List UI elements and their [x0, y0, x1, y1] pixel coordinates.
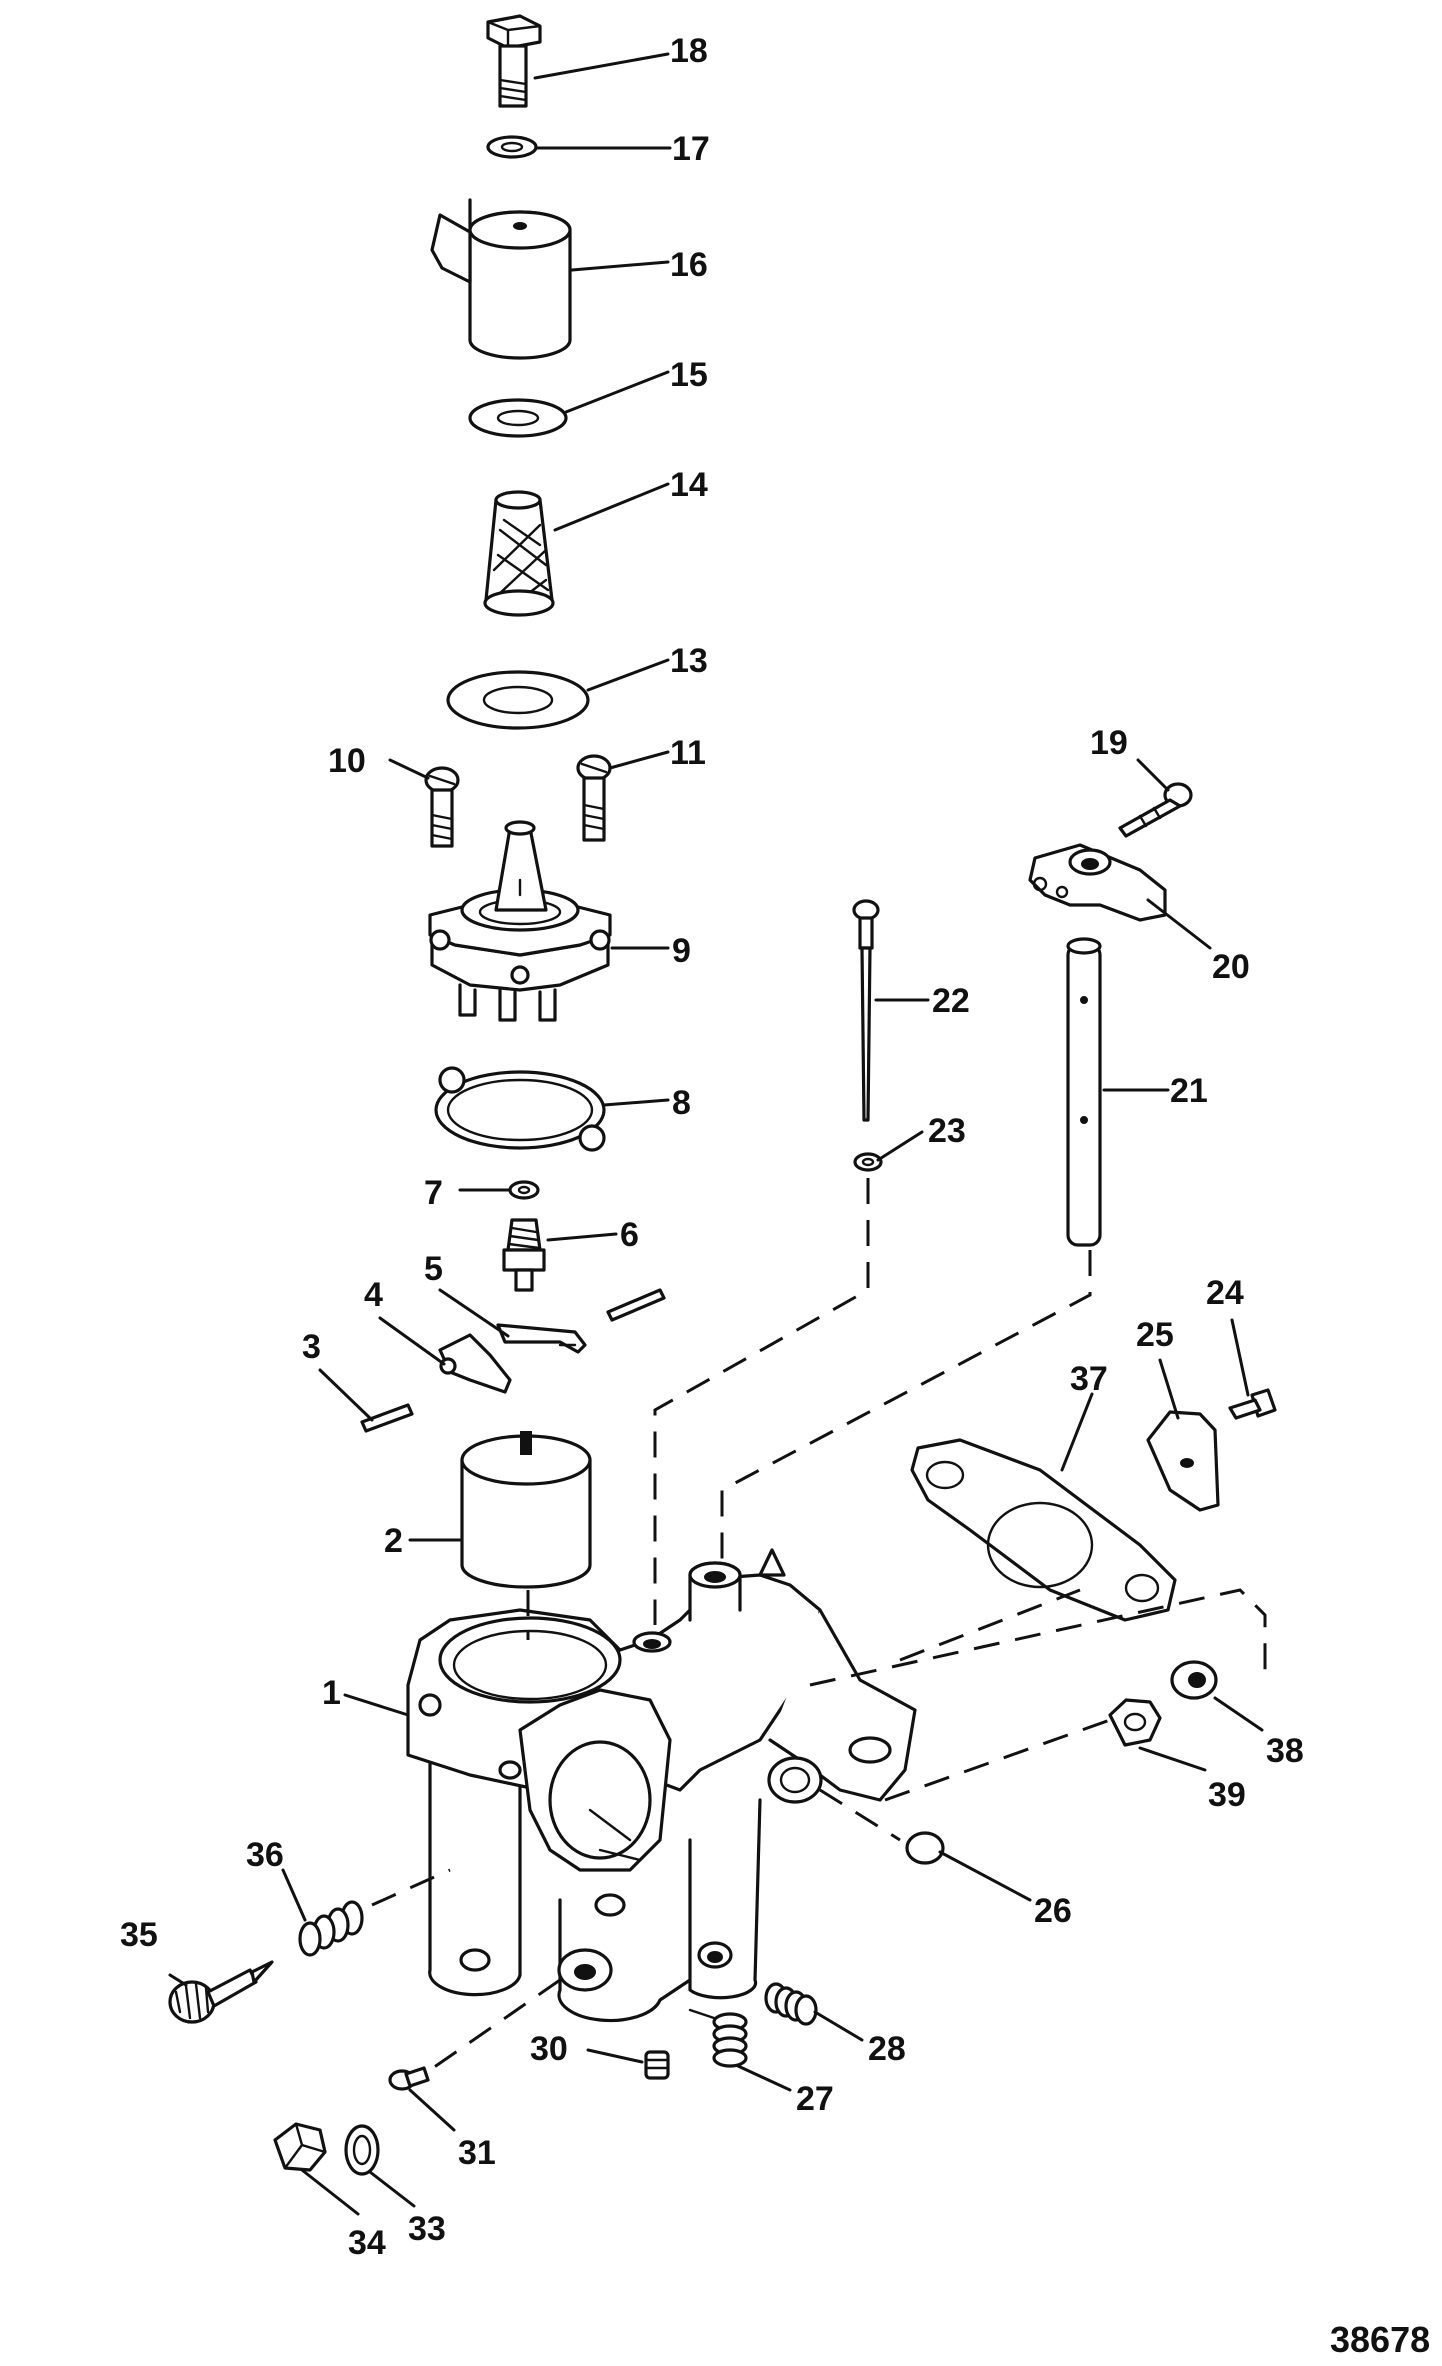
- callout-28: 28: [868, 2030, 906, 2068]
- callout-22: 22: [932, 982, 970, 1020]
- needle-valve-icon: [852, 899, 880, 1122]
- callout-37: 37: [1070, 1360, 1108, 1398]
- callout-21: 21: [1170, 1072, 1208, 1110]
- lever-arm-icon: [1028, 843, 1167, 922]
- lever-icon: [496, 1323, 587, 1354]
- callout-23: 23: [928, 1112, 966, 1150]
- callout-17: 17: [672, 130, 710, 168]
- spring-icon: [688, 2008, 748, 2068]
- assembly-lines: [371, 1178, 1267, 2072]
- callout-labels: 18 17 16 15 14 13 10 11 9 8 7 6 5 4 3 2 …: [120, 32, 1304, 2262]
- callout-26: 26: [1034, 1892, 1072, 1930]
- float-icon: [460, 1431, 592, 1589]
- spring-icon: [298, 1900, 364, 1957]
- callout-36: 36: [246, 1836, 284, 1874]
- fuel-filter-screen-icon: [483, 490, 555, 617]
- callout-14: 14: [670, 466, 708, 504]
- callout-6: 6: [620, 1216, 639, 1254]
- leader-lines: [168, 52, 1264, 2216]
- callout-27: 27: [796, 2080, 834, 2118]
- callout-35: 35: [120, 1916, 158, 1954]
- callout-1: 1: [322, 1674, 341, 1712]
- screw-icon: [1228, 1388, 1277, 1420]
- gasket-icon: [434, 1066, 606, 1152]
- fuel-bowl-cover-icon: [428, 820, 612, 1022]
- callout-16: 16: [670, 246, 708, 284]
- callout-5: 5: [424, 1250, 443, 1288]
- callout-15: 15: [670, 356, 708, 394]
- screw-icon: [424, 766, 460, 848]
- lockwasher-icon: [1170, 1660, 1218, 1700]
- float-lever-icon: [438, 1333, 512, 1394]
- callout-38: 38: [1266, 1732, 1304, 1770]
- washer-icon: [508, 1180, 540, 1200]
- nut-icon: [1108, 1698, 1162, 1747]
- callout-2: 2: [384, 1522, 403, 1560]
- jet-icon: [388, 2066, 430, 2091]
- screw-icon: [1118, 782, 1193, 838]
- callout-33: 33: [408, 2210, 446, 2248]
- inlet-needle-seat-icon: [502, 1218, 546, 1292]
- callout-24: 24: [1206, 1274, 1244, 1312]
- gasket-icon: [446, 670, 590, 730]
- screw-icon: [576, 754, 612, 842]
- callout-11: 11: [670, 734, 706, 772]
- callout-31: 31: [458, 2134, 496, 2172]
- callout-18: 18: [670, 32, 708, 70]
- figure-number: 38678: [1330, 2319, 1430, 2360]
- callout-4: 4: [364, 1276, 383, 1314]
- washer-icon: [486, 135, 538, 159]
- callout-39: 39: [1208, 1776, 1246, 1814]
- callout-8: 8: [672, 1084, 691, 1122]
- callout-25: 25: [1136, 1316, 1174, 1354]
- callout-3: 3: [302, 1328, 321, 1366]
- callout-10: 10: [328, 742, 366, 780]
- jet-icon: [644, 2050, 670, 2080]
- throttle-plate-icon: [1146, 1410, 1220, 1512]
- washer-icon: [344, 2124, 380, 2176]
- callout-30: 30: [530, 2030, 568, 2068]
- washer-icon: [853, 1152, 883, 1172]
- idle-mixture-screw-icon: [168, 1960, 274, 2024]
- plug-icon: [905, 1831, 945, 1865]
- carburetor-body-icon: [406, 1548, 917, 2023]
- callout-13: 13: [670, 642, 708, 680]
- spring-icon: [764, 1982, 818, 2026]
- bolt-icon: [486, 14, 542, 108]
- plug-icon: [273, 2122, 327, 2172]
- filter-cover-icon: [430, 198, 572, 360]
- callout-20: 20: [1212, 948, 1250, 986]
- callout-7: 7: [424, 1174, 443, 1212]
- flange-gasket-icon: [910, 1438, 1177, 1622]
- callout-19: 19: [1090, 724, 1128, 762]
- gasket-icon: [468, 398, 568, 438]
- float-pin-icon: [360, 1403, 414, 1433]
- callout-9: 9: [672, 932, 691, 970]
- shaft-icon: [1066, 937, 1102, 1247]
- callout-34: 34: [348, 2224, 386, 2262]
- float-pin-icon: [606, 1288, 666, 1322]
